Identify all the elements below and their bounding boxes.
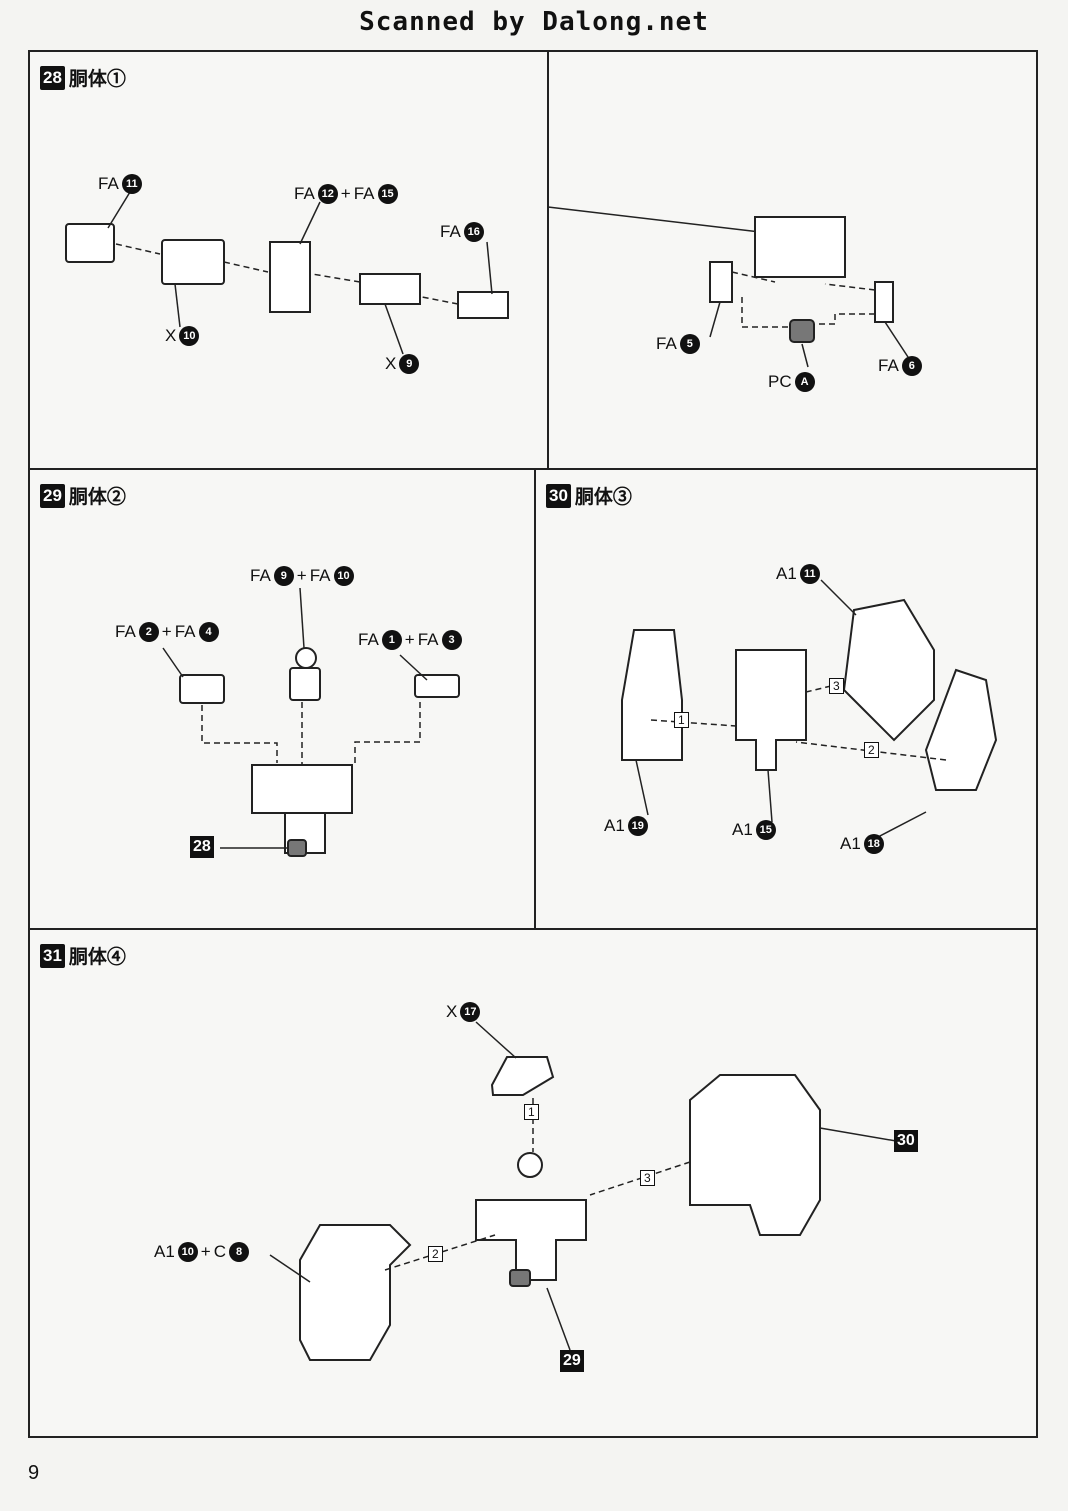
step-arrow-2: 2 — [864, 742, 879, 758]
step-29-drawing — [162, 587, 460, 857]
step-arrow-3: 3 — [829, 678, 844, 694]
ref-step-29: 29 — [560, 1350, 584, 1372]
part-x9 — [359, 273, 421, 305]
step-30-drawing — [621, 579, 998, 839]
ref-step-30: 30 — [894, 1130, 918, 1152]
ref-step-28: 28 — [190, 836, 214, 858]
step-number: 28 — [40, 65, 65, 90]
page-number: 9 — [28, 1462, 40, 1484]
step-31-drawing — [269, 1021, 903, 1361]
step-arrow-3: 3 — [640, 1170, 655, 1186]
part-fa16 — [457, 291, 509, 319]
part-fa12 — [269, 241, 311, 313]
step-arrow-1: 1 — [674, 712, 689, 728]
part-fa11 — [65, 223, 115, 263]
part-x10 — [161, 239, 225, 285]
step-arrow-2: 2 — [428, 1246, 443, 1262]
step-28-drawing — [65, 52, 909, 468]
scan-header: Scanned by Dalong.net — [359, 7, 709, 37]
step-arrow-1: 1 — [524, 1104, 539, 1120]
